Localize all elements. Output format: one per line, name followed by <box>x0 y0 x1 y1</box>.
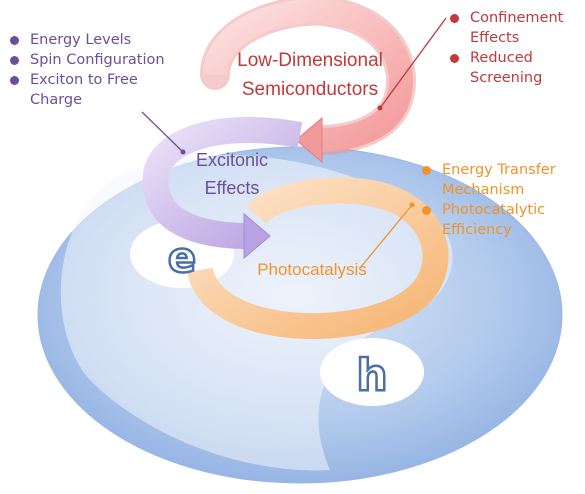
bullet-dot <box>10 76 19 85</box>
bullet-dot <box>422 166 431 175</box>
red-leader-line <box>379 17 447 109</box>
orange-leader-line <box>359 204 413 269</box>
bullet-text-continued: Effects <box>470 30 520 46</box>
bullet-dot <box>10 56 19 65</box>
red-leader-dot <box>377 105 383 111</box>
photocatalysis-label: Photocatalysis <box>257 260 367 279</box>
bullet-text: Photocatalytic <box>442 202 546 218</box>
low-dimensional-label-line2: Semiconductors <box>242 79 378 100</box>
bullet-text: Energy Levels <box>30 32 132 48</box>
red-arrowhead <box>295 116 323 164</box>
red-arrow-body <box>203 0 413 152</box>
bullet-dot <box>422 206 431 215</box>
purple-arrowhead <box>243 212 271 260</box>
purple-leader-dot <box>180 149 186 155</box>
bullet-text-continued: Efficiency <box>442 222 512 238</box>
bullet-dot <box>450 14 459 23</box>
bullet-dot <box>10 36 19 45</box>
purple-arrow-body <box>142 116 303 249</box>
bullet-text: Reduced <box>470 50 533 66</box>
list-item: Energy Levels <box>6 30 206 50</box>
bullet-text-continued: Charge <box>30 92 83 108</box>
hole-symbol: h <box>356 350 387 401</box>
orange-arrow-body <box>187 177 449 340</box>
bullet-dot <box>450 54 459 63</box>
bullet-text: Energy Transfer <box>442 162 556 178</box>
bullet-text: Confinement <box>470 10 564 26</box>
electron-symbol: e <box>168 233 197 282</box>
excitonic-label-line1: Excitonic <box>196 150 268 170</box>
hole-oval <box>320 338 424 406</box>
bullet-text: Exciton to Free <box>30 72 138 88</box>
bullet-text-continued: Mechanism <box>442 182 525 198</box>
purple-bullet-list: Energy Levels Spin Configuration Exciton… <box>6 30 206 110</box>
excitonic-label-line2: Effects <box>205 178 260 198</box>
purple-leader-line <box>141 111 184 153</box>
bullet-text: Spin Configuration <box>30 52 165 68</box>
orange-leader-dot <box>409 202 415 208</box>
bullet-text-continued: Screening <box>470 70 543 86</box>
list-item: Spin Configuration <box>6 50 206 70</box>
low-dimensional-label-line1: Low-Dimensional <box>237 50 383 71</box>
